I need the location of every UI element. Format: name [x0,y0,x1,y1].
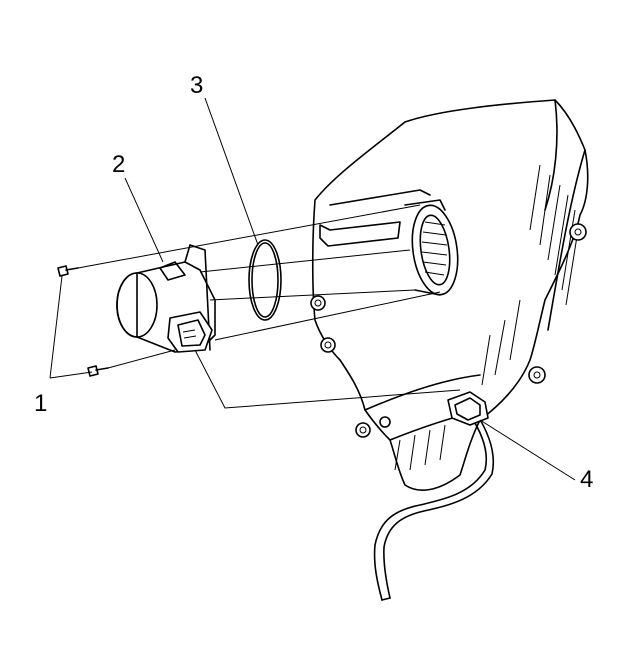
mass-air-flow-sensor [116,244,216,353]
seal-ring [248,239,282,321]
callout-2: 2 [112,151,126,178]
screw-lower [87,365,109,377]
harness-connector [447,391,489,426]
air-cleaner-housing [310,99,589,491]
callout-4: 4 [580,466,594,493]
wiring-harness [373,412,495,601]
screw-upper [57,265,79,277]
alignment-lines [77,204,461,409]
callout-3: 3 [190,72,204,99]
leader-lines [49,97,576,481]
housing-outlet-port [404,199,459,296]
callout-1: 1 [34,390,48,417]
